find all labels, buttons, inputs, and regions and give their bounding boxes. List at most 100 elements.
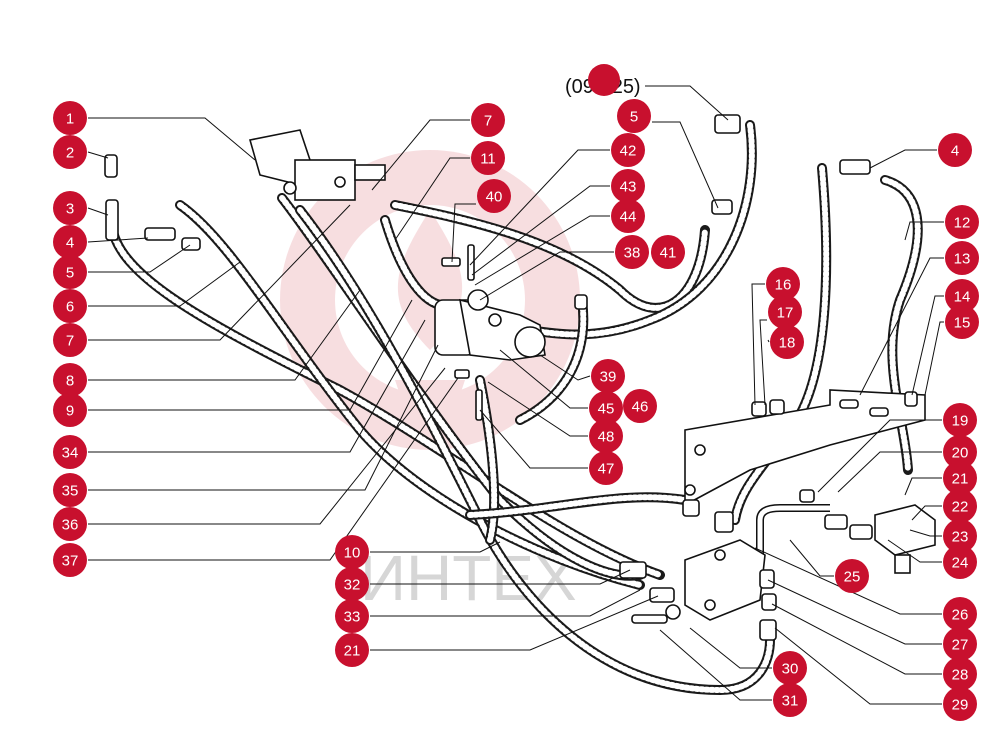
callout-badge-37: 37: [53, 543, 87, 577]
callout-number: 5: [66, 265, 74, 282]
callout-leader-42: [469, 149, 610, 266]
callout-number: 30: [782, 661, 799, 678]
callout-number: 35: [62, 483, 79, 500]
callout-badge-19: 19: [943, 403, 977, 437]
callout-number: 2: [66, 145, 74, 162]
steel-pipes: [756, 504, 830, 555]
callout-badge-39: 39: [591, 359, 625, 393]
callout-leader-23: [909, 529, 942, 537]
callout-leader-32: [370, 569, 631, 585]
callout-leader-19: [817, 419, 942, 493]
callout-number: 7: [484, 113, 492, 130]
callout-leader-17: [759, 319, 767, 406]
callout-leader-15: [924, 321, 944, 396]
callout-leader-27: [767, 579, 942, 645]
callout-badge-31: 31: [773, 683, 807, 717]
reference-leader: [645, 85, 729, 121]
callout-leader-40: [451, 203, 476, 263]
callout-leader-39: [539, 354, 591, 381]
hoses: [106, 120, 923, 696]
right-valve-block: [874, 504, 936, 574]
callout-number: 23: [952, 529, 969, 546]
callout-badge-48: 48: [589, 419, 623, 453]
callout-leader-21: [370, 595, 659, 651]
callout-number: 19: [952, 413, 969, 430]
callout-number: 5: [630, 109, 638, 126]
callout-leader-7: [371, 119, 470, 191]
callout-badge-27: 27: [943, 627, 977, 661]
callout-badge-7: 7: [53, 323, 87, 357]
callout-number: 18: [779, 335, 796, 352]
callout-badge-4: 4: [53, 225, 87, 259]
callout-leader-20: [837, 451, 942, 493]
callout-leader-5: [88, 244, 191, 273]
callout-leader-18: [767, 339, 770, 343]
callout-number: 28: [952, 667, 969, 684]
callout-leader-5: [652, 121, 719, 209]
callout-badge-21: 21: [943, 461, 977, 495]
callout-leader-4: [87, 237, 149, 243]
callout-leader-16: [751, 283, 765, 406]
callout-leader-2: [87, 151, 109, 159]
callout-number: 41: [660, 245, 677, 262]
callout-badge-2: 2: [53, 135, 87, 169]
callout-number: 13: [954, 251, 971, 268]
callout-number: 20: [952, 445, 969, 462]
callout-badge-38: 38: [615, 235, 649, 269]
pump-assembly: [434, 289, 546, 361]
distributor-block: [684, 539, 766, 621]
callout-number: 43: [620, 179, 637, 196]
fittings: [104, 114, 918, 641]
callout-badge-33: 33: [335, 599, 369, 633]
callout-badge-40: 40: [477, 179, 511, 213]
callout-badge-24: 24: [943, 545, 977, 579]
callout-badge-36: 36: [53, 507, 87, 541]
callout-badge-28: 28: [943, 657, 977, 691]
callout-leader-11: [394, 157, 470, 241]
callout-number: 4: [951, 143, 959, 160]
callout-badge-17: 17: [768, 295, 802, 329]
callout-badge-18: 18: [770, 325, 804, 359]
callout-leader-45: [499, 349, 588, 409]
callout-leader-35: [88, 344, 439, 491]
callout-number: 34: [62, 445, 79, 462]
callout-leader-13: [859, 257, 944, 396]
callout-number: 22: [952, 499, 969, 516]
callout-number: 32: [344, 577, 361, 594]
callout-leader-24: [887, 539, 942, 563]
callout-leader-30: [689, 627, 772, 669]
callout-badge-5: 5: [617, 99, 651, 133]
callout-number: 40: [486, 189, 503, 206]
callout-number: 29: [952, 697, 969, 714]
callout-leader-1: [88, 117, 256, 161]
callout-leader-7: [88, 204, 351, 341]
callout-leader-6: [88, 261, 241, 307]
callout-badge-1: 1: [53, 101, 87, 135]
callout-badge-34: 34: [53, 435, 87, 469]
callout-leader-9: [88, 299, 413, 411]
callout-badge-11: 11: [471, 141, 505, 175]
callout-number: 7: [66, 333, 74, 350]
callout-number: 9: [66, 403, 74, 420]
callout-leader-25: [789, 539, 834, 577]
callout-badge-12: 12: [945, 205, 979, 239]
callout-number: 46: [632, 399, 649, 416]
callout-badge-15: 15: [945, 305, 979, 339]
callout-leader-38: [479, 251, 614, 301]
callout-badge-35: 35: [53, 473, 87, 507]
callout-number: 4: [66, 235, 74, 252]
callout-number: 38: [624, 245, 641, 262]
callout-badge-14: 14: [945, 279, 979, 313]
callout-number: 48: [598, 429, 615, 446]
top-valve-assembly: [248, 129, 386, 201]
callout-number: 17: [777, 305, 794, 322]
callout-number: 3: [66, 201, 74, 218]
callout-number: 21: [952, 471, 969, 488]
callout-badge-20: 20: [943, 435, 977, 469]
callout-number: 11: [480, 151, 496, 168]
callout-badge-16: 16: [766, 267, 800, 301]
callout-leader-21: [904, 477, 942, 496]
